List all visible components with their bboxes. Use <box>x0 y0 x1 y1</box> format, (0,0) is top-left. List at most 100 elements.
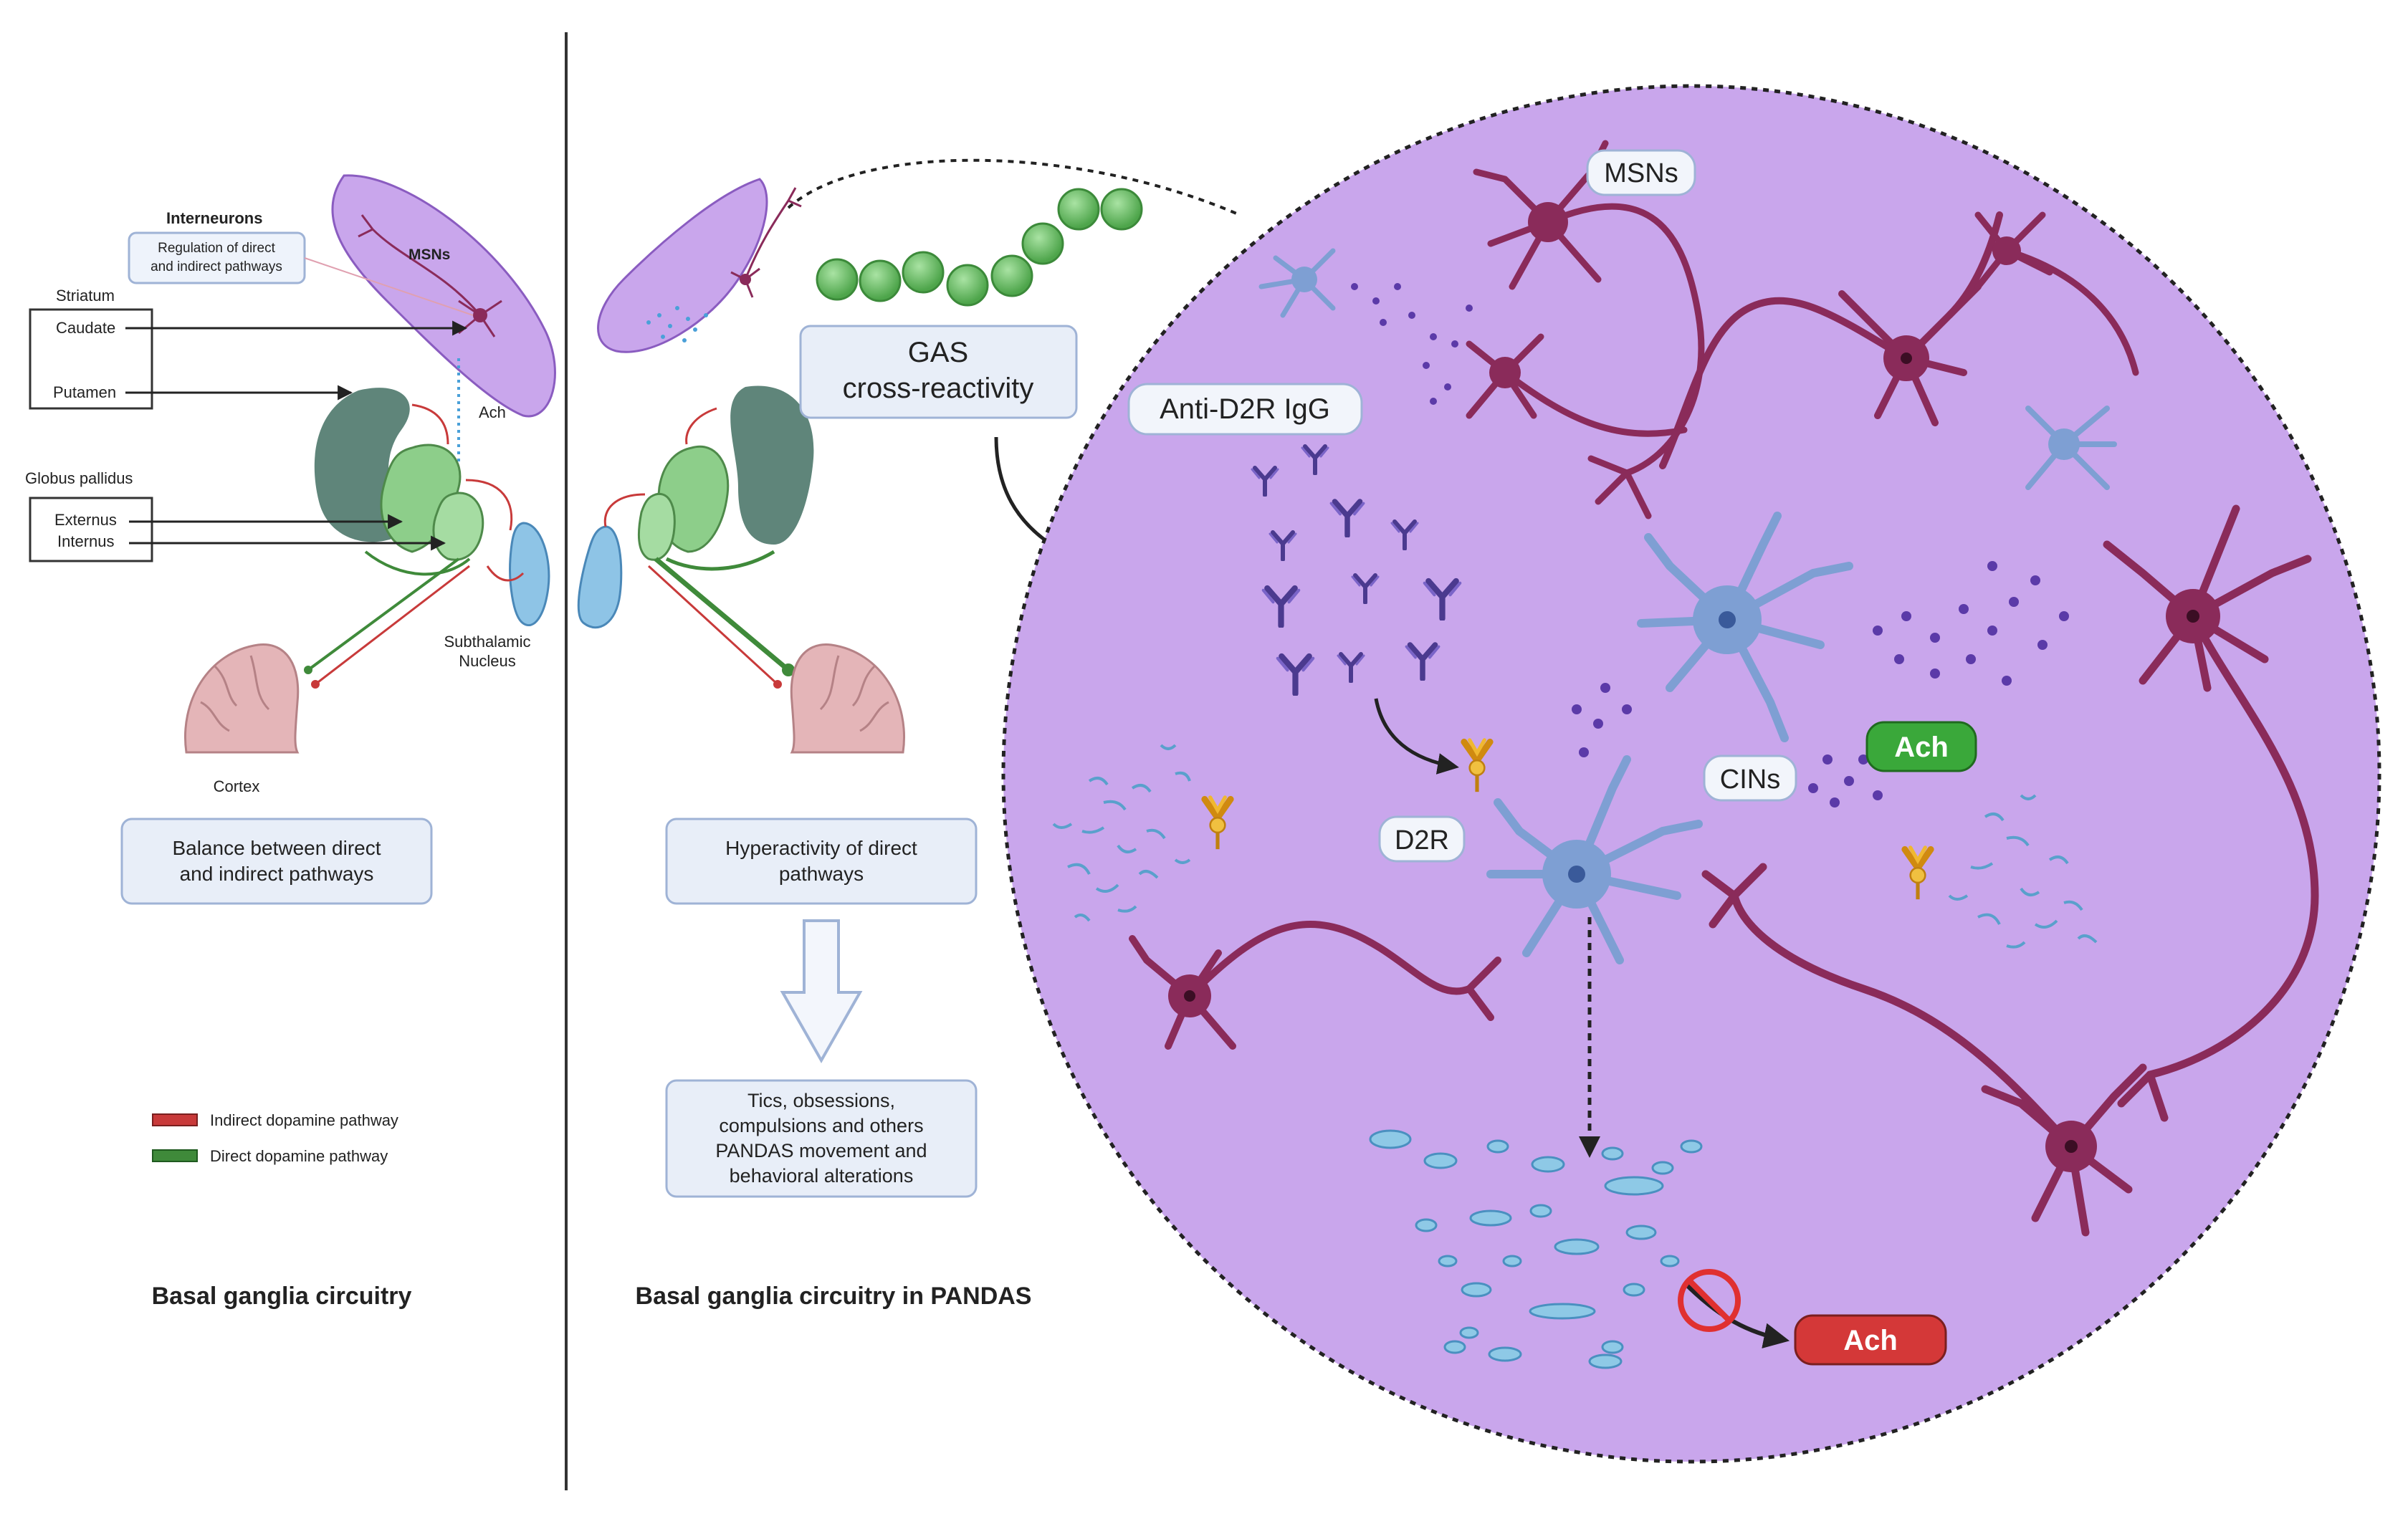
gas-line1: GAS <box>908 337 968 368</box>
balance-line2: and indirect pathways <box>180 863 374 885</box>
left-caption: Basal ganglia circuitry <box>152 1283 412 1310</box>
indirect-curve-pandas-1 <box>685 407 717 445</box>
left-panel: MSNs Interneurons Regulation of direct a… <box>25 174 556 1310</box>
subthalamic-shape <box>509 522 550 626</box>
msns-label-box <box>1586 149 1696 196</box>
ach-green-badge <box>1865 721 1977 772</box>
ach-red-label: Ach <box>1843 1325 1898 1356</box>
hyper-line2: pathways <box>779 863 864 885</box>
putamen-label: Putamen <box>53 383 116 401</box>
msn-neuron-4-soma <box>1992 236 2021 265</box>
direct-line-cortex <box>307 557 460 671</box>
ach-label-left: Ach <box>479 403 506 421</box>
msns-label-small: MSNs <box>408 246 450 263</box>
msn-neuron-small-pandas <box>730 187 802 298</box>
msn-neuron-6 <box>1701 863 2147 1237</box>
interneurons-title: Interneurons <box>166 209 262 227</box>
globus-pallidus-label: Globus pallidus <box>25 469 133 487</box>
ach-dots-lower <box>1808 754 1883 808</box>
cin-neuron-small-1-soma <box>1291 267 1317 292</box>
vesicles-bottom <box>1369 1129 1703 1369</box>
msn-neuron-7 <box>1129 921 1501 1050</box>
indirect-line-cortex-pandas <box>647 565 779 686</box>
cortex-shape <box>184 643 300 754</box>
msn-neuron-2 <box>1466 333 1688 437</box>
indirect-curve-2 <box>465 479 513 531</box>
hyperactivity-box <box>665 818 978 905</box>
hyper-line1: Hyperactivity of direct <box>725 837 917 859</box>
msn-neuron-4 <box>1974 211 2139 376</box>
inhibition-icon <box>1678 1269 1741 1332</box>
indirect-line-cortex <box>315 565 470 686</box>
msn-neuron-5 <box>2103 504 2319 1122</box>
tics-line3: PANDAS movement and <box>715 1140 927 1161</box>
d2r-label-box <box>1378 815 1466 863</box>
anti-d2r-label-box <box>1127 383 1363 436</box>
anti-d2r-label: Anti-D2R IgG <box>1160 393 1330 425</box>
gpe-shape-pandas <box>657 445 730 553</box>
legend-indirect-swatch <box>152 1113 198 1126</box>
ach-dots-upper <box>1351 283 1473 405</box>
tics-line4: behavioral alterations <box>730 1165 914 1187</box>
cins-label: CINs <box>1720 765 1780 795</box>
msn-neuron-small <box>358 214 502 337</box>
cin-neuron-small-2-soma <box>2048 428 2080 460</box>
cin-neuron-large-1 <box>1637 512 1853 742</box>
zoom-dashed-connector <box>787 158 1241 216</box>
indirect-curve-1 <box>411 403 449 445</box>
balance-box <box>120 818 433 905</box>
tics-line1: Tics, obsessions, <box>747 1090 895 1111</box>
putamen-shape-pandas <box>730 385 814 545</box>
vesicles-left <box>1052 744 1191 922</box>
direct-curve <box>364 550 471 576</box>
middle-panel: GAS cross-reactivity Hyperactivity of di… <box>577 158 1255 1310</box>
gas-line2: cross-reactivity <box>843 373 1034 404</box>
indirect-curve-3 <box>486 565 525 582</box>
ach-dots-center <box>1572 683 1632 757</box>
middle-caption: Basal ganglia circuitry in PANDAS <box>636 1283 1032 1310</box>
blocked-release-arrow <box>1682 1280 1790 1348</box>
gpi-shape <box>432 492 484 561</box>
msn-neuron-2-soma <box>1489 357 1521 388</box>
indirect-curve-pandas-2 <box>603 493 646 527</box>
externus-label: Externus <box>54 511 117 529</box>
cin-neuron-large-2 <box>1486 755 1703 964</box>
gas-box <box>799 325 1078 419</box>
msns-label: MSNs <box>1604 158 1678 188</box>
down-arrow <box>780 919 863 1064</box>
vesicles-right <box>1948 794 2098 949</box>
subthalamic-label-line2: Nucleus <box>459 652 515 670</box>
legend-indirect-label: Indirect dopamine pathway <box>210 1111 398 1129</box>
legend-direct-label: Direct dopamine pathway <box>210 1147 388 1165</box>
cin-neuron-small-2 <box>2025 406 2117 490</box>
tics-line2: compulsions and others <box>719 1115 923 1136</box>
ach-dots-pandas <box>646 306 708 342</box>
interneurons-box-line1: Regulation of direct <box>158 241 275 256</box>
legend-direct-swatch <box>152 1149 198 1162</box>
interneurons-box-line2: and indirect pathways <box>150 259 282 274</box>
cortex-shape-pandas <box>790 643 905 754</box>
balance-line1: Balance between direct <box>172 837 381 859</box>
gpi-shape-pandas <box>638 492 676 561</box>
ach-red-badge <box>1794 1314 1947 1366</box>
msn-neuron-1-soma <box>1528 202 1568 242</box>
zoom-circle: MSNs Anti-D2R IgG CINs D2R Ach Ach <box>1001 84 2381 1464</box>
direct-line-cortex-pandas <box>654 557 790 672</box>
striatum-shape-pandas <box>597 178 768 353</box>
direct-curve-pandas <box>665 550 775 571</box>
antibody-to-d2r-arrow <box>1374 698 1459 775</box>
d2r-label: D2R <box>1395 825 1449 856</box>
internus-label: Internus <box>57 532 115 550</box>
subthalamic-label-line1: Subthalamic <box>444 633 530 651</box>
striatum-shape <box>331 174 556 418</box>
tics-box <box>665 1079 978 1198</box>
subthalamic-shape-pandas <box>577 525 623 629</box>
ach-dots-right <box>1873 561 2069 686</box>
caudate-label: Caudate <box>56 319 115 337</box>
cortex-label: Cortex <box>214 777 260 795</box>
globus-pallidus-bracket <box>29 497 153 562</box>
interneurons-pointer <box>304 257 474 316</box>
striatum-bracket <box>29 308 153 410</box>
ach-green-label: Ach <box>1894 732 1949 763</box>
